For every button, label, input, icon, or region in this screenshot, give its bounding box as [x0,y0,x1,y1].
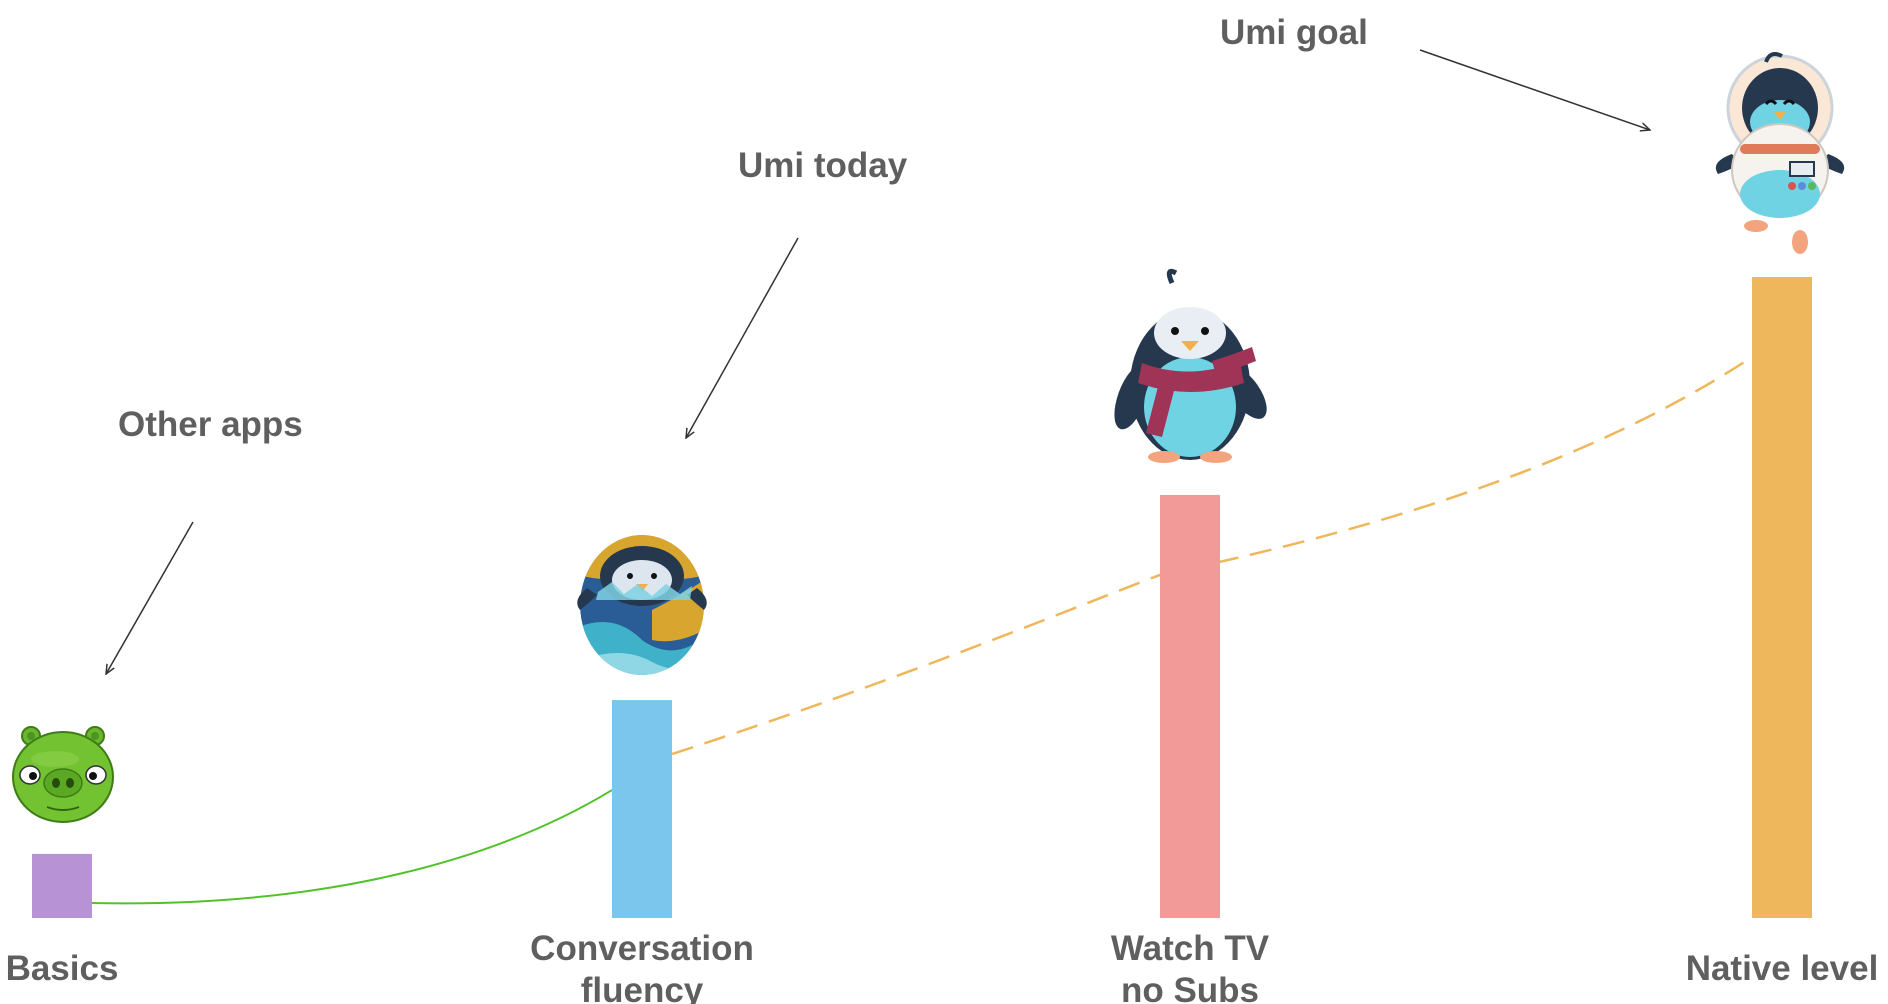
bar-native-level [1752,277,1812,918]
annotation-umi-goal: Umi goal [1220,13,1368,52]
category-label-basics: Basics [6,949,119,988]
annotation-umi-today: Umi today [738,146,908,185]
bars [32,277,1812,918]
astronaut-penguin-icon [1715,52,1845,254]
bar-conversation-fluency [612,700,672,918]
scarf-penguin-icon [1114,268,1267,463]
bar-basics [32,853,92,918]
category-label-native-level: Native level [1686,949,1879,988]
progress-lines [91,355,1753,905]
bar-watch-tv-no-subs [1160,494,1220,918]
annotation-other-apps: Other apps [118,405,303,444]
green-pig-icon [12,726,114,823]
annotation-arrows [106,49,1650,674]
arrow-other-apps [106,521,194,674]
arrow-umi-goal [1419,49,1650,130]
progress-line-solid [91,789,613,905]
arrow-umi-today [686,237,799,438]
hatching-egg-penguin-icon [577,535,707,675]
